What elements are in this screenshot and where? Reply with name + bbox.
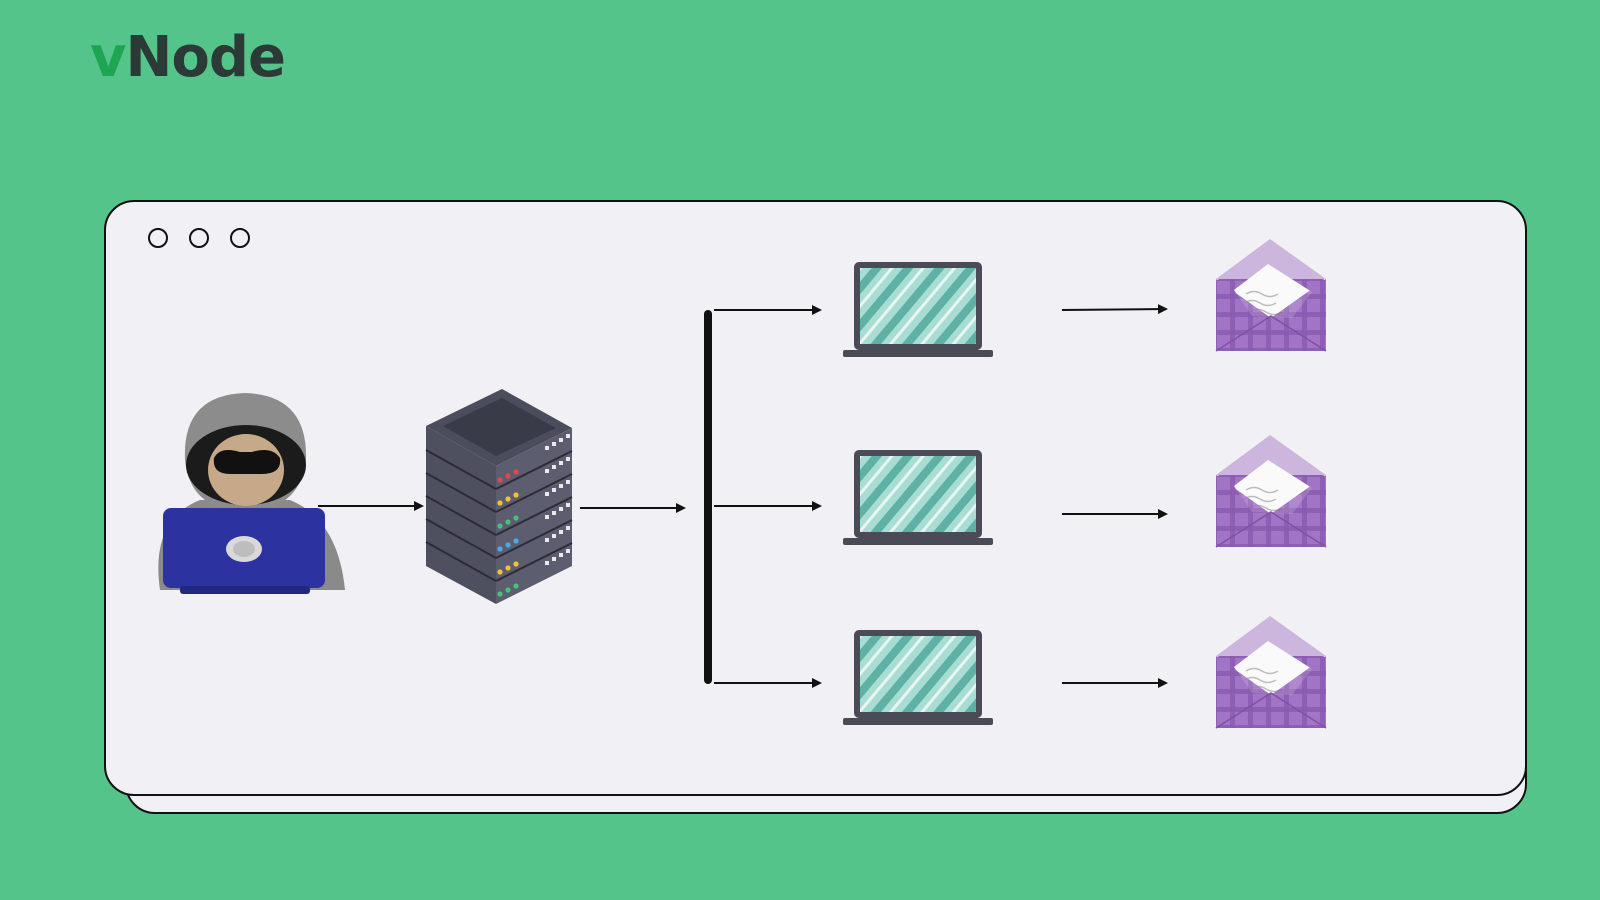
server-rack-icon xyxy=(425,389,573,604)
envelope-icon xyxy=(1215,616,1327,729)
logo-text: Node xyxy=(125,25,286,90)
arrow-laptop-to-envelope xyxy=(1061,304,1168,315)
window-control-dot xyxy=(148,228,168,248)
laptop-icon xyxy=(843,450,993,545)
laptop-icon xyxy=(843,630,993,725)
logo-accent: v xyxy=(90,25,127,90)
vnode-logo: vNode xyxy=(90,30,286,86)
laptop-icon xyxy=(843,262,993,357)
hacker-with-laptop-icon xyxy=(158,393,345,594)
window-control-dot xyxy=(230,228,250,248)
envelope-icon xyxy=(1215,239,1327,352)
envelope-icon xyxy=(1215,435,1327,548)
window-control-dot xyxy=(189,228,209,248)
